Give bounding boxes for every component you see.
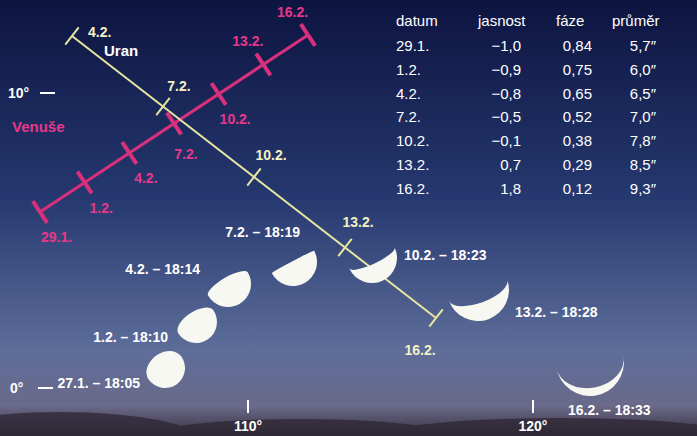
table-cell: 0,52	[563, 109, 592, 124]
table-cell: 9,3″	[630, 181, 656, 196]
venus-phase	[271, 250, 325, 295]
uranus-tick	[338, 239, 351, 256]
date-label: 29.1.	[41, 230, 72, 244]
time-label: 10.2. – 18:23	[404, 248, 487, 262]
venus-tick	[301, 24, 315, 46]
time-label: 16.2. – 18:33	[568, 403, 651, 417]
date-label: 7.2.	[174, 147, 197, 161]
table-cell: 29.1.	[396, 38, 429, 53]
venus-phase	[449, 279, 518, 329]
uranus-track	[72, 36, 436, 318]
table-cell: −0,8	[491, 86, 521, 101]
venus-track	[40, 35, 308, 212]
table-cell: 1.2.	[396, 62, 421, 77]
date-label: 4.2.	[134, 171, 157, 185]
uranus-tick	[247, 168, 260, 185]
table-cell: 0,84	[563, 38, 592, 53]
scale-marks	[38, 93, 533, 413]
table-cell: 0,12	[563, 181, 592, 196]
table-cell: −1,0	[491, 38, 521, 53]
table-cell: 13.2.	[396, 157, 429, 172]
venus-phase	[173, 302, 225, 351]
table-cell: 0,7	[500, 157, 521, 172]
table-cell: 16.2.	[396, 181, 429, 196]
table-cell: 0,65	[563, 86, 592, 101]
time-label: 1.2. – 18:10	[93, 330, 168, 344]
table-header: fáze	[556, 13, 584, 28]
axis-label: 0°	[10, 381, 23, 395]
azimuth-mark	[247, 400, 249, 413]
venus-tick	[122, 142, 136, 164]
date-label: 13.2.	[342, 215, 373, 229]
venus-phase	[557, 356, 630, 401]
table-cell: −0,9	[491, 62, 521, 77]
venus-phase	[140, 344, 193, 396]
date-label: 7.2.	[167, 79, 190, 93]
uranus-tick	[65, 27, 78, 44]
axis-label: 120°	[519, 419, 548, 433]
date-label: 16.2.	[404, 343, 435, 357]
venus-tick	[78, 172, 92, 194]
table-cell: 0,38	[563, 133, 592, 148]
axis-label: 10°	[8, 86, 29, 100]
venus-phase	[205, 267, 260, 316]
table-cell: 6,0″	[630, 62, 656, 77]
date-label: 13.2.	[232, 34, 263, 48]
uranus-tick	[156, 98, 169, 115]
date-label: 10.2.	[220, 112, 251, 126]
table-cell: −0,5	[491, 109, 521, 124]
table-cell: 8,5″	[630, 157, 656, 172]
table-header: průměr	[612, 13, 660, 28]
table-cell: 7,0″	[630, 109, 656, 124]
table-header: jasnost	[478, 13, 526, 28]
time-label: 7.2. – 18:19	[225, 225, 300, 239]
table-cell: 0,75	[563, 62, 592, 77]
venus-tick	[167, 113, 181, 135]
time-label: 4.2. – 18:14	[125, 262, 200, 276]
table-cell: 7.2.	[396, 109, 421, 124]
altitude-mark	[40, 92, 55, 94]
planet-name: Uran	[104, 43, 138, 58]
date-label: 16.2.	[277, 5, 308, 19]
azimuth-mark	[532, 400, 534, 413]
altitude-mark	[38, 387, 53, 389]
table-cell: −0,1	[491, 133, 521, 148]
table-cell: 7,8″	[630, 133, 656, 148]
venus-tick	[33, 201, 47, 223]
uranus-tick	[429, 309, 442, 326]
date-label: 1.2.	[90, 201, 113, 215]
table-cell: 4.2.	[396, 86, 421, 101]
planet-name: Venuše	[12, 119, 65, 134]
table-cell: 10.2.	[396, 133, 429, 148]
venus-tick	[212, 83, 226, 105]
table-cell: 6,5″	[630, 86, 656, 101]
time-label: 13.2. – 18:28	[515, 305, 598, 319]
date-label: 4.2.	[88, 25, 111, 39]
axis-label: 110°	[234, 419, 262, 433]
venus-phase	[349, 247, 405, 291]
table-header: datum	[396, 13, 438, 28]
table-cell: 5,7″	[630, 38, 656, 53]
venus-tick	[256, 54, 270, 76]
time-label: 27.1. – 18:05	[57, 376, 140, 390]
table-cell: 1,8	[500, 181, 521, 196]
table-cell: 0,29	[563, 157, 592, 172]
date-label: 10.2.	[255, 148, 286, 162]
